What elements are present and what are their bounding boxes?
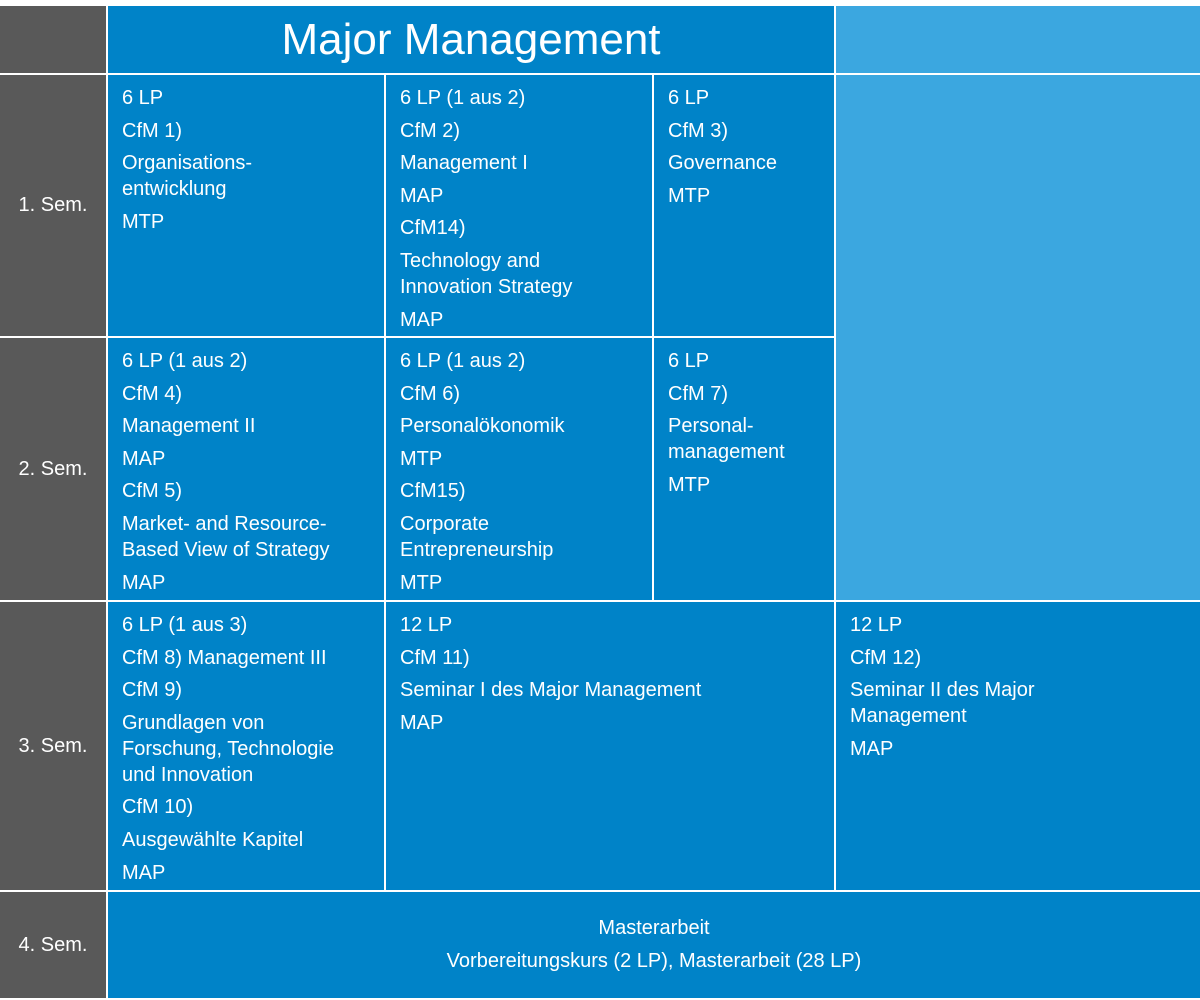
module-line: Personal-management [668,415,785,464]
module-line: Market- and Resource-Based View of Strat… [122,512,330,561]
module-line: MTP [400,447,443,470]
module-line: 6 LP [668,350,710,372]
module-line: Ausgewählte Kapitel [122,828,304,851]
module-line: 12 LP [850,614,903,636]
module-line: MAP [400,308,444,331]
thesis-detail: Vorbereitungskurs (2 LP), Masterarbeit (… [446,950,862,972]
module-line: MAP [400,184,444,207]
module-line: Organisations-entwicklung [122,152,253,201]
module-line: 6 LP (1 aus 3) [122,614,248,636]
module-line: MAP [122,571,166,594]
module-line: CfM 11) [400,646,470,669]
module-line: Personalökonomik [400,415,565,438]
module-line: CfM 10) [122,796,194,819]
empty-light-cell [836,75,1200,600]
module-line: Management II [122,415,256,438]
module-line: 6 LP (1 aus 2) [122,350,248,372]
module-line: MAP [850,737,894,760]
semester-label-3: 3. Sem. [0,602,106,890]
module-cell: 6 LP (1 aus 2) CfM 4) Management II MAP CfM … [108,338,384,600]
module-line: MAP [122,861,166,884]
module-line: 12 LP [400,614,453,636]
module-line: MTP [122,210,165,233]
module-cell: 6 LP (1 aus 3) CfM 8) Management III CfM 9… [108,602,384,890]
thesis-cell: Masterarbeit Vorbereitungskurs (2 LP), M… [108,892,1200,998]
module-line: CfM 5) [122,480,182,503]
semester-label-2: 2. Sem. [0,338,106,600]
module-line: CfM 12) [850,646,922,669]
module-line: 6 LP [122,87,164,109]
module-line: MTP [668,184,711,207]
module-cell: 12 LP CfM 11) Seminar I des Major Manageme… [386,602,834,890]
header-empty-cell [836,6,1200,73]
module-line: 6 LP [668,87,710,109]
module-line: CfM 8) Management III [122,646,327,669]
module-cell: 6 LP (1 aus 2) CfM 2) Management I MAP CfM14… [386,75,652,336]
module-line: CfM15) [400,480,466,503]
semester-label-4: 4. Sem. [0,892,106,998]
module-line: CfM 1) [122,119,182,142]
module-line: Management I [400,152,528,175]
module-line: MTP [668,473,711,496]
module-line: CfM 7) [668,382,728,405]
module-line: Seminar I des Major Management [400,679,702,702]
module-line: CfM 6) [400,382,460,405]
module-line: CfM 3) [668,119,728,142]
thesis-title: Masterarbeit [598,917,710,939]
module-line: 6 LP (1 aus 2) [400,350,526,372]
module-line: MAP [400,711,444,734]
module-line: Governance [668,152,777,175]
page-title: Major Management [108,6,834,73]
module-line: CfM14) [400,217,466,240]
module-line: CfM 9) [122,679,182,702]
module-line: MTP [400,571,443,594]
module-line: MAP [122,447,166,470]
module-line: CfM 4) [122,382,182,405]
module-line: CfM 2) [400,119,460,142]
semester-label-1: 1. Sem. [0,75,106,336]
corner-cell [0,6,106,73]
module-line: 6 LP (1 aus 2) [400,87,526,109]
